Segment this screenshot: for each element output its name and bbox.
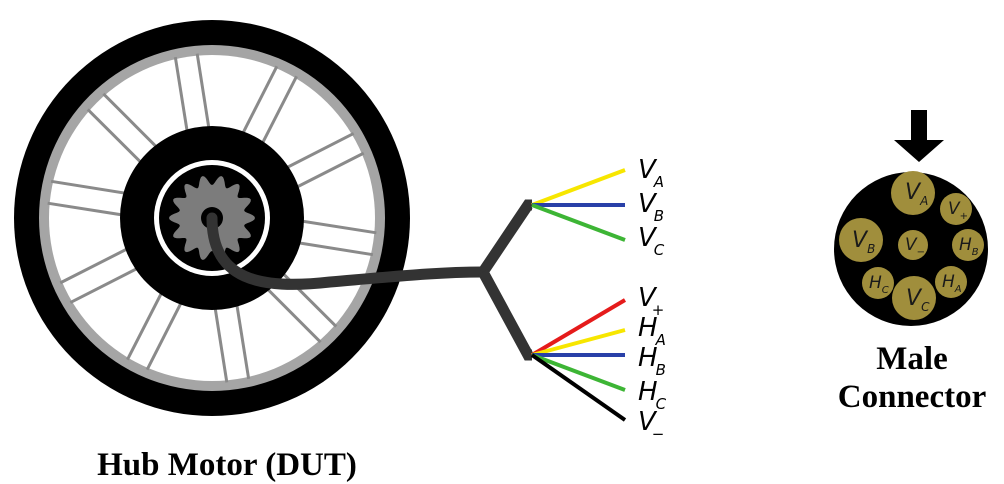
wire-label-vc: VC (638, 223, 665, 259)
upper-branch (478, 199, 533, 276)
connector-pin-vb: VB (839, 218, 883, 262)
motor-cable (206, 199, 533, 361)
wire-label-vplus: V+ (638, 283, 664, 319)
connector-pin-vplus: V+ (940, 193, 972, 225)
wire-label-vb: VB (638, 189, 664, 225)
wire-vplus (530, 298, 627, 357)
svg-text:V+: V+ (948, 199, 968, 222)
hub-motor-wheel (14, 20, 410, 416)
lower-branch (478, 269, 533, 361)
wire-label-vminus: V− (638, 407, 664, 443)
svg-text:HB: HB (959, 235, 979, 258)
connector-pin-ha: HA (935, 266, 967, 298)
connector-pin-hb: HB (952, 229, 984, 261)
svg-text:VA: VA (905, 180, 928, 208)
wire-leads (530, 168, 627, 422)
connector-caption-line2: Connector (837, 379, 987, 415)
wire-vminus (530, 353, 627, 422)
svg-text:VB: VB (852, 228, 875, 256)
wire-va (531, 168, 626, 207)
hub-motor-caption: Hub Motor (DUT) (97, 447, 357, 483)
wire-labels: VA VB VC V+ HA HB HC V− (638, 155, 667, 443)
wire-ha (531, 328, 626, 357)
svg-text:HA: HA (942, 272, 962, 295)
svg-text:VC: VC (906, 286, 930, 314)
svg-text:HC: HC (869, 273, 889, 296)
arrow-down-icon (894, 110, 944, 162)
connector-pin-vminus: V− (898, 230, 928, 260)
wire-vc (531, 203, 626, 242)
wire-label-ha: HA (638, 313, 666, 349)
connector-caption-line1: Male (876, 341, 948, 377)
connector-pin-vc: VC (892, 276, 936, 320)
wire-label-hc: HC (638, 377, 667, 413)
wire-hc (531, 353, 626, 392)
connector-caption: Male Connector (820, 340, 1004, 416)
connector-pin-va: VA (891, 171, 935, 215)
main-cable (206, 212, 489, 290)
male-connector: VA V+ VB V− HB HC VC HA (834, 110, 988, 326)
wire-label-hb: HB (638, 343, 666, 379)
connector-pin-hc: HC (862, 267, 894, 299)
wire-label-va: VA (638, 155, 664, 191)
svg-text:V−: V− (905, 235, 925, 258)
